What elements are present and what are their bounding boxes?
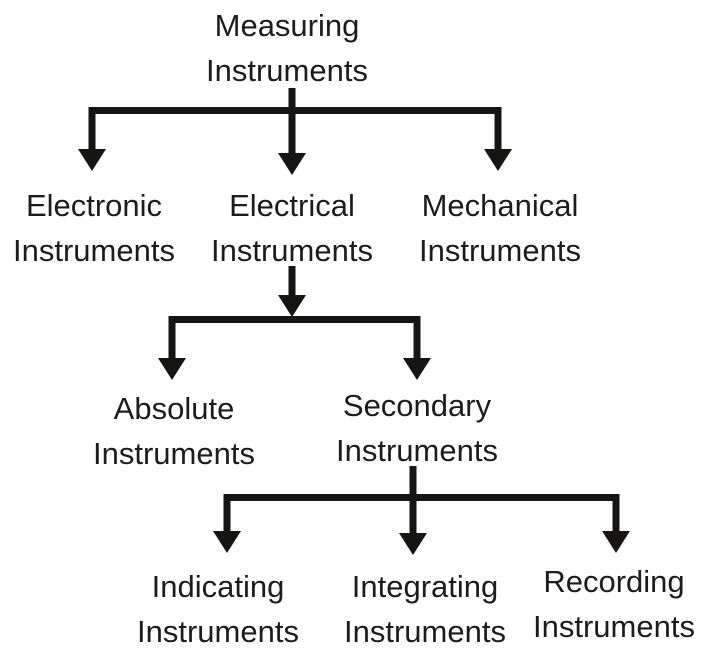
node-label-line2: Instruments [419,233,581,268]
arrowhead-down-icon [278,295,306,317]
edge-measuring-to-children [78,88,512,175]
node-label-line1: Electronic [25,188,163,223]
node-label-line2: Instruments [93,436,255,471]
node-label-line2: Instruments [533,609,695,644]
node-label-line1: Recording [543,564,685,599]
arrowhead-down-icon [278,153,306,175]
arrowhead-down-icon [602,531,630,553]
node-absolute-instruments: Absolute Instruments [64,386,284,476]
node-indicating-instruments: Indicating Instruments [108,564,328,652]
node-label-line2: Instruments [206,53,368,88]
node-label-line1: Measuring [214,8,360,43]
node-label-line1: Mechanical [421,188,579,223]
node-label-line2: Instruments [211,233,373,268]
node-label-line2: Instruments [137,614,299,649]
node-label-line1: Integrating [351,569,499,604]
node-secondary-instruments: Secondary Instruments [307,383,527,473]
node-label-line2: Instruments [13,233,175,268]
node-recording-instruments: Recording Instruments [504,559,720,649]
node-label-line2: Instruments [336,433,498,468]
arrowhead-down-icon [78,149,106,171]
edge-electrical-to-children [158,266,431,380]
edge-secondary-to-children [213,466,630,555]
node-electronic-instruments: Electronic Instruments [0,183,204,273]
node-label-line1: Indicating [151,569,285,604]
arrowhead-down-icon [158,358,186,380]
arrowhead-down-icon [484,149,512,171]
node-label-line1: Absolute [113,391,235,426]
node-mechanical-instruments: Mechanical Instruments [390,183,610,273]
arrowhead-down-icon [403,358,431,380]
node-electrical-instruments: Electrical Instruments [182,183,402,273]
arrowhead-down-icon [213,531,241,553]
node-label-line1: Electrical [229,188,355,223]
node-label-line1: Secondary [342,388,492,423]
arrowhead-down-icon [399,533,427,555]
node-integrating-instruments: Integrating Instruments [315,564,535,652]
node-label-line2: Instruments [344,614,506,649]
node-measuring-instruments: Measuring Instruments [177,3,397,93]
